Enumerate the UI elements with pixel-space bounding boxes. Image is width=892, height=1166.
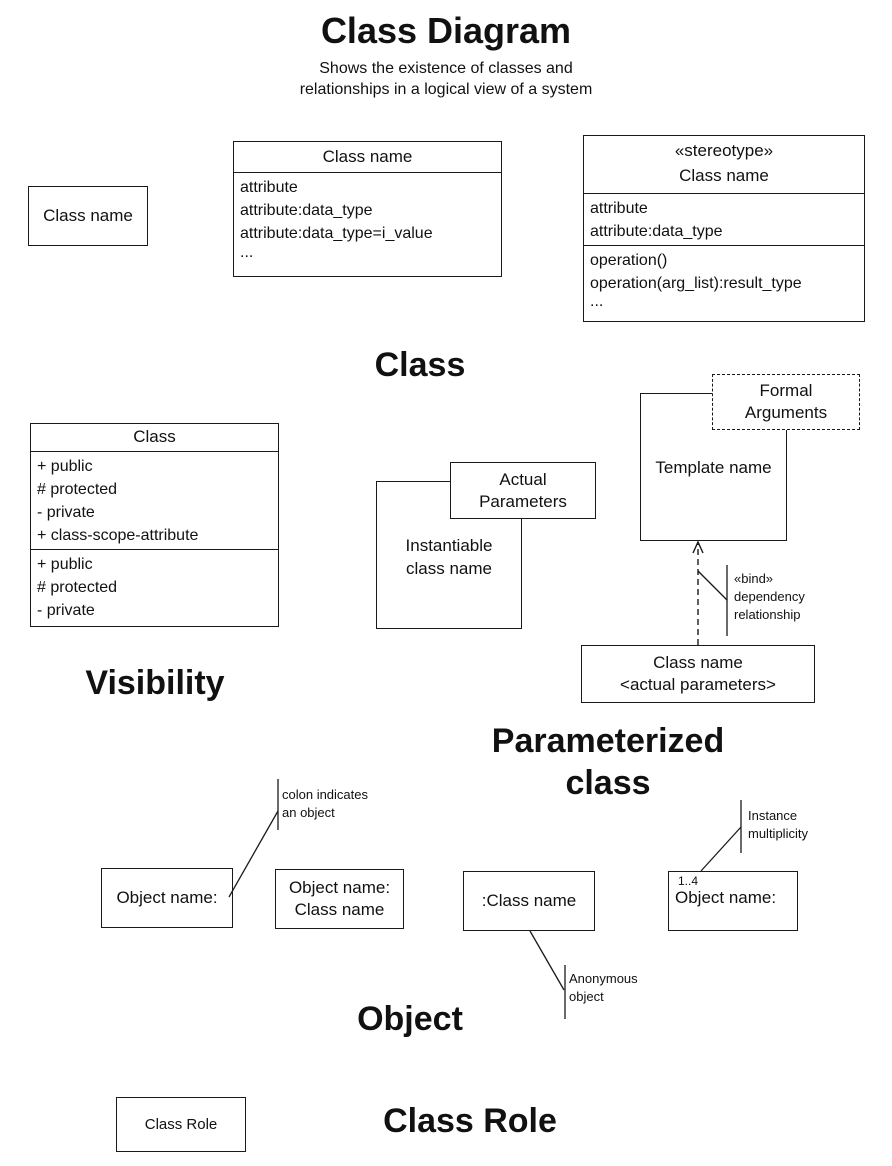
parameterized-label-line1: Parameterized xyxy=(491,722,725,760)
visibility-class-box: Class + public # protected - private + c… xyxy=(30,423,279,627)
anonymous-note-line2: object xyxy=(569,989,604,1004)
bind-note-leader xyxy=(697,570,728,601)
attribute-item: attribute xyxy=(590,200,648,217)
bind-note-line1: «bind» xyxy=(734,571,774,586)
simple-class-name: Class name xyxy=(43,206,133,225)
actual-parameters-line1: Actual xyxy=(499,469,547,489)
diagram-subtitle-line1: Shows the existence of classes and xyxy=(319,60,573,77)
anonymous-object-box: :Class name xyxy=(463,871,595,931)
attribute-compartment: attribute attribute:data_type attribute:… xyxy=(234,173,501,263)
stereotype-class-name: Class name xyxy=(679,166,769,185)
attribute-item: # protected xyxy=(37,481,118,498)
diagram-title: Class Diagram xyxy=(320,10,572,51)
attribute-item: attribute:data_type=i_value xyxy=(240,225,433,242)
instance-multiplicity-note: Instance multiplicity xyxy=(748,807,808,843)
object-with-class-label: Object name: Class name xyxy=(276,870,403,928)
visibility-attribute-compartment: + public # protected - private + class-s… xyxy=(31,452,278,549)
bound-class-label: Class name <actual parameters> xyxy=(582,646,814,702)
multiplicity-label: 1..4 xyxy=(678,874,699,888)
class-role-box: Class Role xyxy=(116,1097,246,1152)
bind-note-line2: dependency xyxy=(734,589,805,604)
formal-arguments-line1: Formal xyxy=(759,381,813,400)
formal-arguments-label: Formal Arguments xyxy=(713,375,859,429)
formal-arguments-line2: Arguments xyxy=(744,403,828,422)
actual-parameters-line2: Parameters xyxy=(479,491,567,511)
stereotype-attribute-compartment: attribute attribute:data_type xyxy=(584,194,864,245)
section-label-class-role: Class Role xyxy=(383,1102,557,1140)
simple-class-box: Class name xyxy=(28,186,148,246)
attribute-item: + class-scope-attribute xyxy=(37,527,199,544)
formal-arguments-box: Formal Arguments xyxy=(712,374,860,430)
stereotype-header: «stereotype» Class name xyxy=(584,136,864,194)
section-label-class: Class xyxy=(374,346,466,384)
attribute-item: - private xyxy=(37,504,95,521)
stereotype-operation-compartment: operation() operation(arg_list):result_t… xyxy=(584,245,864,311)
bound-class-name: Class name xyxy=(653,653,743,672)
section-label-object: Object xyxy=(357,1000,463,1038)
stereotype-class-box: «stereotype» Class name attribute attrib… xyxy=(583,135,865,322)
attribute-item: attribute:data_type xyxy=(240,202,373,219)
template-class-name: Template name xyxy=(655,458,772,477)
operation-item: - private xyxy=(37,602,95,619)
object-box-with-class: Object name: Class name xyxy=(275,869,404,929)
colon-note-leader xyxy=(228,810,279,898)
attribute-item: + public xyxy=(37,458,93,475)
attribute-class-name: Class name xyxy=(234,142,501,173)
colon-note-line2: an object xyxy=(282,805,335,820)
bind-note-line3: relationship xyxy=(734,607,801,622)
visibility-operation-compartment: + public # protected - private xyxy=(31,549,278,624)
actual-parameters-label: Actual Parameters xyxy=(451,463,595,518)
multiplicity-note-leader xyxy=(700,826,742,872)
anonymous-object-label: :Class name xyxy=(481,891,577,910)
bound-class-box: Class name <actual parameters> xyxy=(581,645,815,703)
object-name-label: Object name: xyxy=(116,888,218,907)
attribute-item: attribute:data_type xyxy=(590,223,723,240)
multiplicity-object-name: Object name: xyxy=(675,888,777,907)
anonymous-note-leader xyxy=(529,930,565,991)
diagram-subtitle-line2: relationships in a logical view of a sys… xyxy=(299,81,593,98)
bound-class-params: <actual parameters> xyxy=(620,675,776,694)
bind-dependency-note: «bind» dependency relationship xyxy=(734,570,805,624)
attribute-item: ... xyxy=(240,244,254,261)
object-box-named: Object name: xyxy=(101,868,233,928)
attribute-class-box: Class name attribute attribute:data_type… xyxy=(233,141,502,277)
instantiable-class-name: Instantiable class name xyxy=(377,534,521,580)
operation-item: ... xyxy=(590,293,604,310)
anonymous-note-line1: Anonymous xyxy=(569,971,638,986)
instantiable-name-line1: Instantiable xyxy=(405,536,493,555)
anonymous-object-note: Anonymous object xyxy=(569,970,638,1006)
section-label-parameterized-class: Parameterized class xyxy=(448,720,768,804)
operation-item: # protected xyxy=(37,579,118,596)
attribute-item: attribute xyxy=(240,179,298,196)
operation-item: operation(arg_list):result_type xyxy=(590,275,802,292)
object-with-class-line2: Class name xyxy=(294,900,385,919)
object-with-class-line1: Object name: xyxy=(288,878,391,897)
actual-parameters-box: Actual Parameters xyxy=(450,462,596,519)
multiplicity-note-line1: Instance xyxy=(748,808,798,823)
multiplicity-note-line2: multiplicity xyxy=(748,826,808,841)
bind-arrowhead-icon xyxy=(692,540,704,554)
operation-item: operation() xyxy=(590,252,668,269)
operation-item: + public xyxy=(37,556,93,573)
section-label-visibility: Visibility xyxy=(85,664,225,702)
class-role-name: Class Role xyxy=(144,1115,218,1133)
colon-note-line1: colon indicates xyxy=(282,787,368,802)
instantiable-name-line2: class name xyxy=(406,559,492,578)
stereotype-label: «stereotype» xyxy=(674,141,774,160)
parameterized-label-line2: class xyxy=(565,764,651,802)
multiplicity-object-box: 1..4 Object name: xyxy=(668,871,798,931)
visibility-class-name: Class xyxy=(31,424,278,452)
colon-note: colon indicates an object xyxy=(282,786,368,822)
